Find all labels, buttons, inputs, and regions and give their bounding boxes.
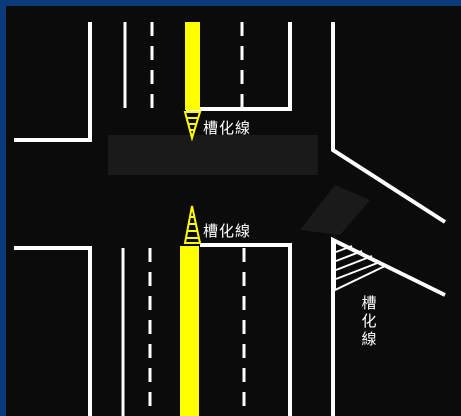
upper-yellow-centerline <box>185 22 200 110</box>
side-hatch-2 <box>335 250 363 262</box>
lower-left-curb <box>14 246 92 416</box>
lower-yellow-centerline <box>180 246 199 416</box>
island-shadow <box>300 185 370 235</box>
upper-channelization-label: 槽化線 <box>203 119 252 137</box>
side-channelization-island <box>334 240 388 292</box>
side-hatch-4 <box>335 261 381 280</box>
median-shadow <box>108 135 318 175</box>
road-canvas <box>6 6 461 416</box>
side-channelization-label: 槽化線 <box>361 294 377 348</box>
right-road-edge-lower <box>331 236 446 416</box>
lower-channelization-label: 槽化線 <box>203 222 252 240</box>
side-hatch-1 <box>335 245 353 253</box>
right-road-edge-upper <box>331 22 447 224</box>
side-hatch-3 <box>335 255 373 271</box>
upper-left-curb <box>14 22 92 142</box>
